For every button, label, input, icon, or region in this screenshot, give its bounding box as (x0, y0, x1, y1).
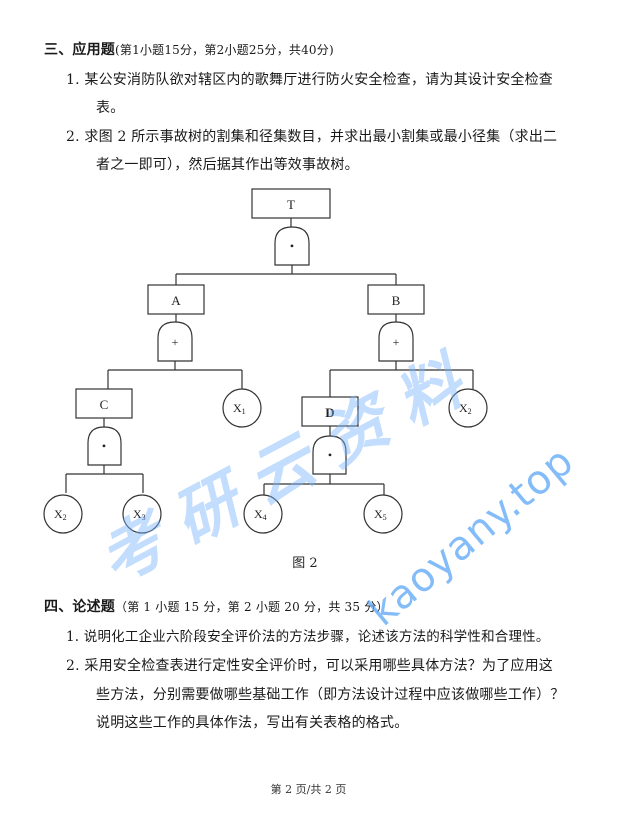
and-gate-C (87, 426, 122, 466)
basic-event-X2-right (448, 388, 488, 428)
gate-symbol-top: • (290, 239, 294, 253)
event-box-C (75, 388, 133, 419)
label-D: D (325, 405, 334, 420)
page-footer: 第 2 页/共 2 页 (270, 783, 347, 796)
basic-event-X5 (363, 494, 403, 534)
section4-heading: 四、论述题（第 1 小题 15 分，第 2 小题 20 分，共 35 分） (44, 598, 389, 616)
section3-title: 三、应用题 (44, 42, 115, 58)
label-B: B (392, 293, 401, 308)
section3-q1-line2: 表。 (96, 100, 125, 116)
section4-q2-line2: 些方法，分别需要做哪些基础工作（即方法设计过程中应该做哪些工作）？ (96, 687, 565, 703)
and-gate-D (312, 435, 347, 475)
basic-event-X3 (122, 494, 162, 534)
section4-q2-line3: 说明这些工作的具体作法，写出有关表格的格式。 (96, 715, 409, 731)
basic-event-X1 (222, 388, 262, 428)
gate-symbol-C: • (102, 439, 106, 453)
or-gate-B (378, 321, 414, 362)
section3-q2-line2: 者之一即可），然后据其作出等效事故树。 (96, 157, 359, 173)
section4-q1-line1: 1. 说明化工企业六阶段安全评价法的方法步骤，论述该方法的科学性和合理性。 (66, 629, 550, 645)
section3-q1-line1: 1. 某公安消防队欲对辖区内的歌舞厅进行防火安全检查，请为其设计安全检查 (66, 72, 554, 88)
label-T: T (287, 197, 295, 212)
section4-title: 四、论述题 (44, 599, 115, 615)
gate-symbol-B: + (393, 335, 400, 349)
event-box-T (251, 188, 331, 219)
or-gate-A (157, 321, 193, 362)
section3-note: (第1小题15分，第2小题25分，共40分) (115, 43, 334, 57)
section3-heading: 三、应用题(第1小题15分，第2小题25分，共40分) (44, 41, 334, 59)
event-box-B (367, 284, 425, 315)
section4-q2-line1: 2. 采用安全检查表进行定性安全评价时，可以采用哪些具体方法？为了应用这 (66, 658, 554, 674)
basic-event-X2-left (43, 494, 83, 534)
gate-symbol-A: + (172, 335, 179, 349)
label-C: C (100, 397, 109, 412)
and-gate-top (274, 226, 310, 266)
basic-event-X4 (243, 494, 283, 534)
label-A: A (171, 293, 181, 308)
section4-note: （第 1 小题 15 分，第 2 小题 20 分，共 35 分） (115, 600, 389, 614)
gate-symbol-D: • (328, 448, 332, 462)
figure-caption: 图 2 (292, 556, 317, 571)
section3-q2-line1: 2. 求图 2 所示事故树的割集和径集数目，并求出最小割集或最小径集（求出二 (66, 129, 558, 145)
